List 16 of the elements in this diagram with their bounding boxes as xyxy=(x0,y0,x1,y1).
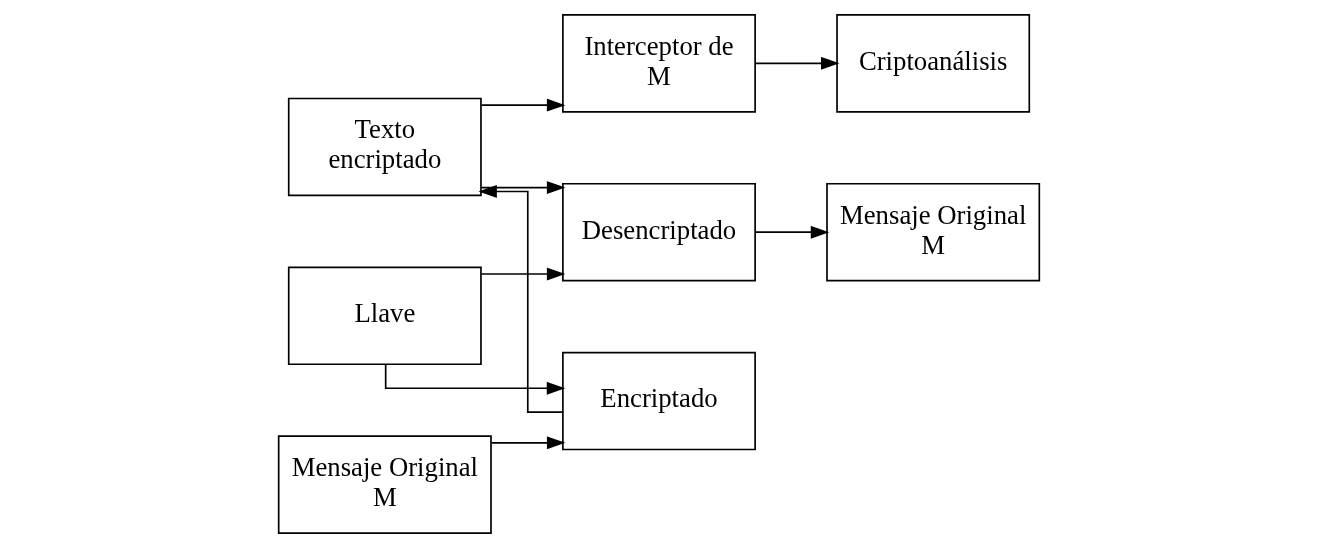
node-box: Mensaje Original M xyxy=(825,182,1040,282)
arrow xyxy=(477,185,563,414)
arrow xyxy=(480,98,565,112)
arrow xyxy=(480,267,565,281)
arrow xyxy=(384,363,565,395)
node-box: Criptoanálisis xyxy=(835,14,1030,113)
arrow xyxy=(754,56,839,70)
node-box: Desencriptado xyxy=(561,182,756,282)
node-box: Mensaje Original M xyxy=(277,435,492,534)
node-box: Llave xyxy=(287,266,482,366)
node-box: Encriptado xyxy=(561,351,756,451)
arrow xyxy=(754,225,829,239)
node-box: Interceptor de M xyxy=(561,14,756,113)
arrow xyxy=(490,436,565,450)
node-box: Texto encriptado xyxy=(287,97,482,197)
arrow xyxy=(480,181,565,195)
